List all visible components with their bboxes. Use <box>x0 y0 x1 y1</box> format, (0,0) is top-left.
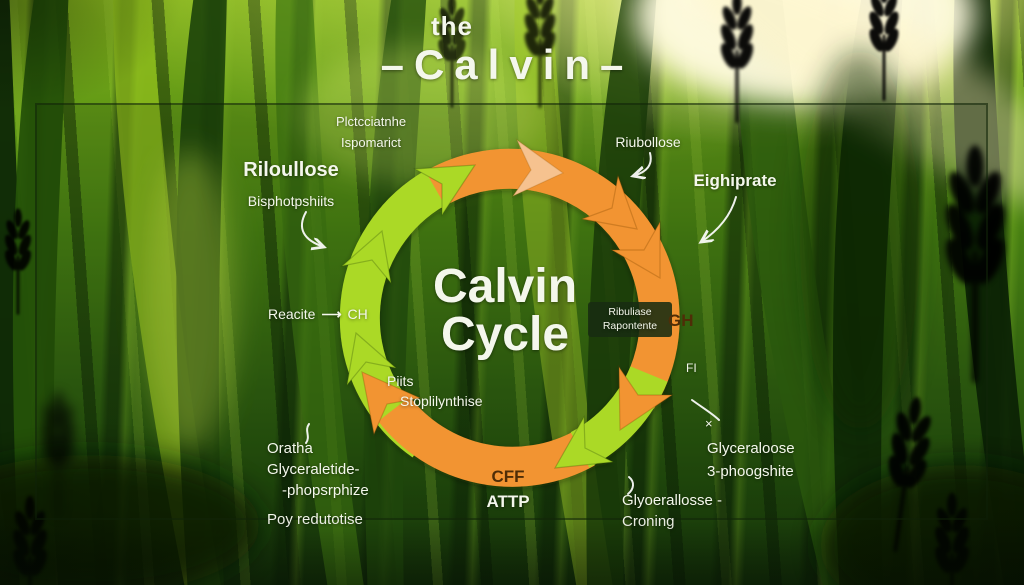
arrow-bisphotpshiits <box>301 211 324 247</box>
title-main: –Calvin– <box>380 41 634 88</box>
ribulose-title: Riloullose <box>243 159 339 181</box>
label-glyoerallosse: Glyoerallosse - Croning <box>622 490 722 532</box>
bl-line4: Poy redutotise <box>267 511 363 528</box>
reacite-arrow-icon: ⟶ <box>321 306 342 322</box>
arc-orange-bottom <box>378 396 595 487</box>
badge-line2: Rapontente <box>602 319 658 332</box>
arrow-eighiprate <box>701 196 737 242</box>
glycer-line1: Glyceraloose <box>707 440 795 457</box>
label-reacite: Reacite ⟶ CH <box>268 305 368 323</box>
glyoer-line1: Glyoerallosse - <box>622 492 723 509</box>
cycle-center-title: Calvin Cycle <box>433 263 577 359</box>
ribulose-subtitle: Bisphotpshiits <box>247 193 335 209</box>
badge-line1: Ribuliase <box>608 306 652 318</box>
reacite-value: CH <box>347 306 368 322</box>
glyoer-line2: Croning <box>622 513 675 530</box>
label-attp: ATTP <box>486 492 530 511</box>
bl-line3: -phopsrphize <box>282 482 369 499</box>
label-fi: FI <box>686 361 697 375</box>
center-title-line2: Cycle <box>440 308 570 361</box>
label-ribulose: Riloullose Bisphotpshiits <box>243 157 339 210</box>
ribulase-badge: Ribuliase Rapontente <box>588 302 672 338</box>
center-title-line1: Calvin <box>432 260 578 313</box>
arrow-riubollose <box>633 152 652 176</box>
label-top-note: Plctcciatnhe Ispomarict <box>336 112 406 154</box>
label-eighiprate: Eighiprate <box>693 171 777 190</box>
label-gh: GH <box>668 311 694 330</box>
piits-line1: Piits <box>387 373 414 389</box>
label-riubollose: Riubollose <box>615 134 681 150</box>
label-cff: CFF <box>491 467 525 486</box>
label-glyceraloose: Glyceraloose 3-phoogshite <box>707 437 795 484</box>
reacite-text: Reacite <box>268 306 316 322</box>
top-note-line2: Ispomarict <box>341 134 401 150</box>
bl-line2: Glyceraletide- <box>267 461 360 478</box>
top-note-line1: Plctcciatnhe <box>335 114 407 129</box>
glycer-line2: 3-phoogshite <box>707 463 794 481</box>
piits-line2: Stoplilynthise <box>400 393 483 410</box>
bl-line1: Oratha <box>267 440 313 457</box>
label-glyceraletide-block: Oratha Glyceraletide- -phopsrphize Poy r… <box>267 438 369 530</box>
x-marker: × <box>705 416 713 431</box>
label-piits: Piits Stoplilynthise <box>387 371 483 412</box>
